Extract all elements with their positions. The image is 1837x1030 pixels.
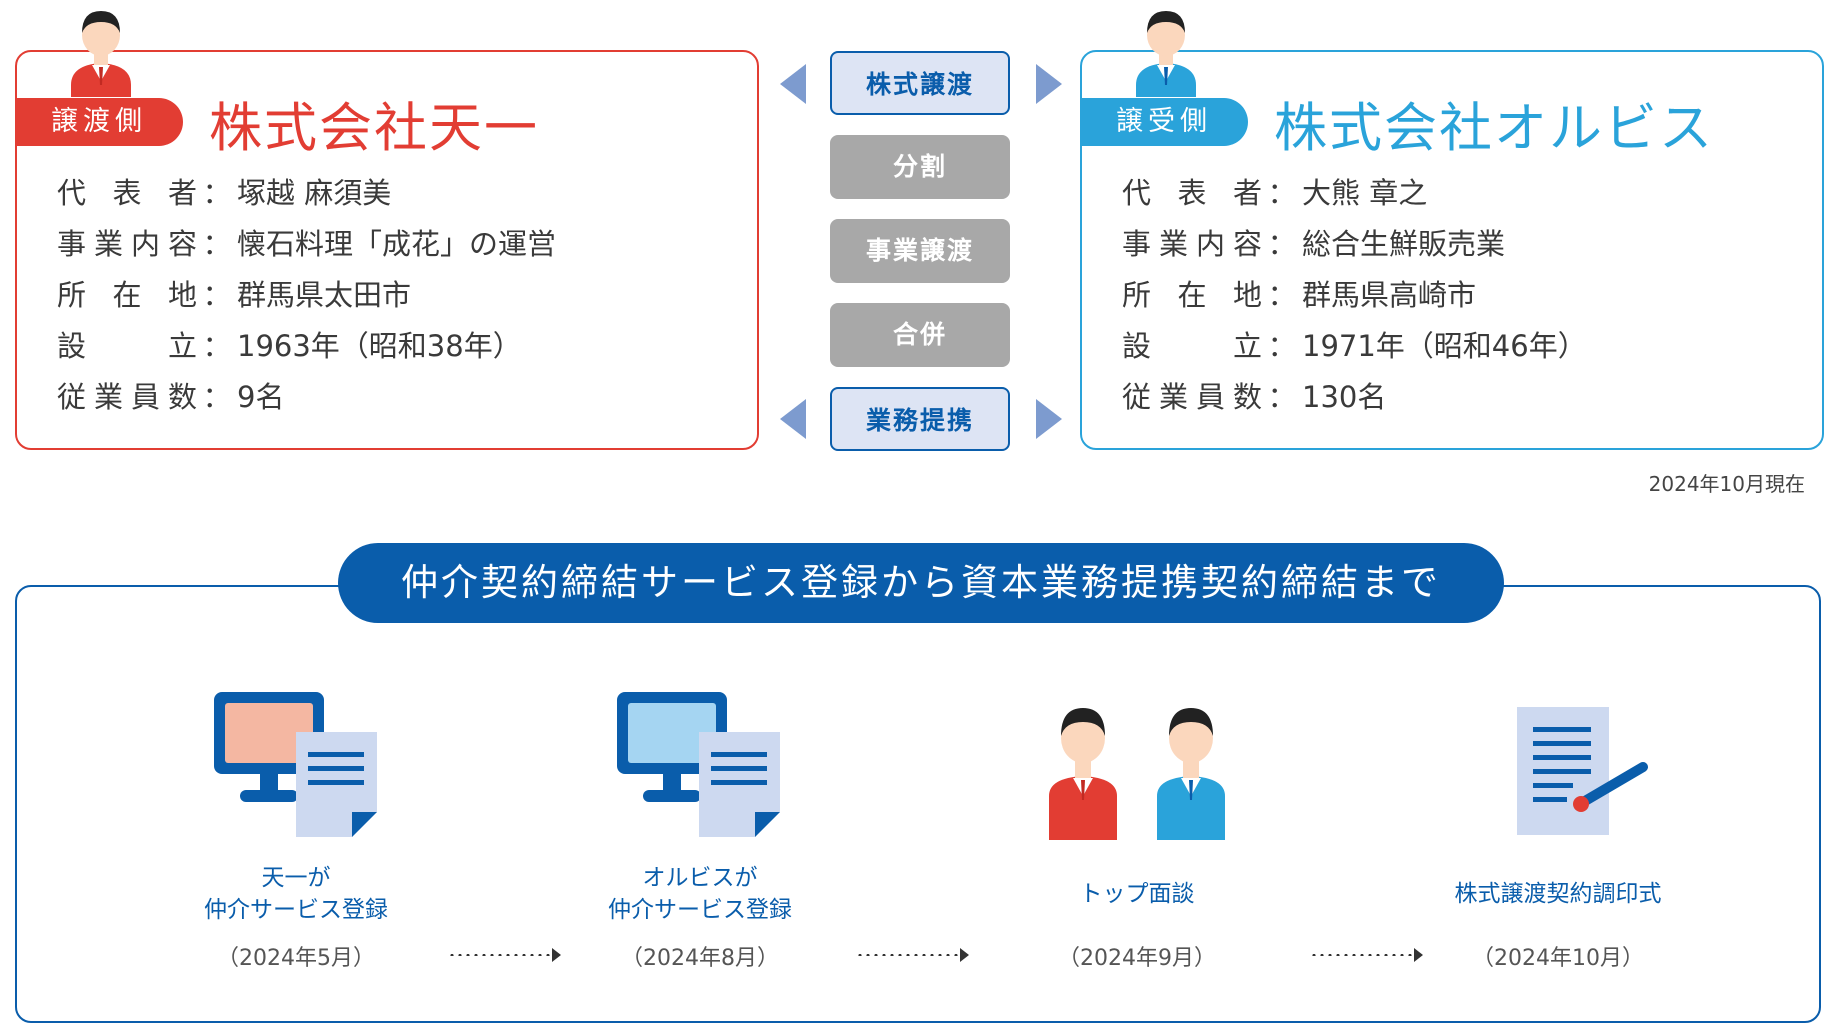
info-colon: ：	[1267, 278, 1297, 312]
info-label: 設立	[1122, 329, 1262, 363]
two-people-icon	[1049, 708, 1225, 840]
step-date: （2024年5月）	[217, 946, 375, 971]
info-value: 1971年（昭和46年）	[1302, 329, 1587, 363]
seller-info-row: 所在地：群馬県太田市	[57, 270, 556, 321]
info-label: 事業内容	[1122, 227, 1262, 261]
info-colon: ：	[202, 278, 232, 312]
step-label-line: トップ面談	[1079, 881, 1195, 907]
left-arrow-icon	[780, 399, 806, 439]
seller-info: 代表者：塚越 麻須美 事業内容：懐石料理「成花」の運営 所在地：群馬県太田市 設…	[57, 168, 556, 423]
info-value: 1963年（昭和38年）	[237, 329, 522, 363]
buyer-info-row: 従業員数：130名	[1122, 372, 1587, 423]
info-value: 9名	[237, 380, 285, 414]
info-colon: ：	[1267, 176, 1297, 210]
seller-company-name: 株式会社天一	[209, 98, 539, 159]
step-date: （2024年8月）	[621, 946, 779, 971]
step-label-line: 天一が	[261, 865, 331, 891]
step-label: 株式譲渡契約調印式	[1408, 878, 1708, 910]
seller-info-row: 事業内容：懐石料理「成花」の運営	[57, 219, 556, 270]
computer-document-icon	[214, 692, 377, 837]
buyer-info-row: 代表者：大熊 章之	[1122, 168, 1587, 219]
info-label: 従業員数	[57, 380, 197, 414]
step-label-line: 仲介サービス登録	[204, 897, 388, 923]
right-arrow-icon	[1036, 64, 1062, 104]
scheme-share-transfer: 株式譲渡	[830, 51, 1010, 115]
step-label: オルビスが 仲介サービス登録	[550, 862, 850, 926]
scheme-business-transfer: 事業譲渡	[830, 219, 1010, 283]
info-label: 設立	[57, 329, 197, 363]
as-of-date: 2024年10月現在	[1648, 472, 1805, 496]
seller-info-row: 設立：1963年（昭和38年）	[57, 321, 556, 372]
info-label: 代表者	[1122, 176, 1262, 210]
info-value: 群馬県高崎市	[1302, 278, 1477, 312]
scheme-business-alliance: 業務提携	[830, 387, 1010, 451]
info-value: 大熊 章之	[1302, 176, 1428, 210]
buyer-info: 代表者：大熊 章之 事業内容：総合生鮮販売業 所在地：群馬県高崎市 設立：197…	[1122, 168, 1587, 423]
right-arrow-icon	[1036, 399, 1062, 439]
buyer-company-name: 株式会社オルビス	[1274, 98, 1714, 159]
timeline-title: 仲介契約締結サービス登録から資本業務提携契約締結まで	[338, 543, 1504, 623]
step-label-line: 株式譲渡契約調印式	[1454, 881, 1662, 907]
buyer-info-row: 事業内容：総合生鮮販売業	[1122, 219, 1587, 270]
buyer-role-tag: 譲受側	[1080, 98, 1248, 146]
step-label-line: 仲介サービス登録	[608, 897, 792, 923]
info-colon: ：	[202, 329, 232, 363]
info-value: 群馬県太田市	[237, 278, 412, 312]
seller-info-row: 従業員数：9名	[57, 372, 556, 423]
buyer-person-icon	[1136, 11, 1196, 97]
info-label: 従業員数	[1122, 380, 1262, 414]
step-date: （2024年9月）	[1058, 946, 1216, 971]
seller-info-row: 代表者：塚越 麻須美	[57, 168, 556, 219]
left-arrow-icon	[780, 64, 806, 104]
buyer-info-row: 設立：1971年（昭和46年）	[1122, 321, 1587, 372]
info-value: 総合生鮮販売業	[1302, 227, 1506, 261]
info-colon: ：	[1267, 227, 1297, 261]
contract-signing-icon	[1517, 707, 1648, 835]
step-label: トップ面談	[987, 878, 1287, 910]
computer-document-icon	[617, 692, 780, 837]
info-label: 所在地	[57, 278, 197, 312]
info-label: 所在地	[1122, 278, 1262, 312]
seller-card: 譲渡側 株式会社天一 代表者：塚越 麻須美 事業内容：懐石料理「成花」の運営 所…	[15, 50, 759, 450]
info-colon: ：	[202, 380, 232, 414]
buyer-info-row: 所在地：群馬県高崎市	[1122, 270, 1587, 321]
step-label-line: オルビスが	[642, 865, 758, 891]
step-date: （2024年10月）	[1472, 946, 1644, 971]
info-value: 塚越 麻須美	[237, 176, 392, 210]
info-label: 事業内容	[57, 227, 197, 261]
seller-role-tag: 譲渡側	[15, 98, 183, 146]
scheme-merger: 合併	[830, 303, 1010, 367]
info-value: 懐石料理「成花」の運営	[237, 227, 557, 261]
step-label: 天一が 仲介サービス登録	[146, 862, 446, 926]
info-label: 代表者	[57, 176, 197, 210]
info-value: 130名	[1302, 380, 1387, 414]
info-colon: ：	[202, 227, 232, 261]
dotted-arrow-icon	[856, 948, 969, 962]
buyer-card: 譲受側 株式会社オルビス 代表者：大熊 章之 事業内容：総合生鮮販売業 所在地：…	[1080, 50, 1824, 450]
dotted-arrow-icon	[1310, 948, 1423, 962]
seller-person-icon	[71, 11, 131, 97]
info-colon: ：	[202, 176, 232, 210]
scheme-split: 分割	[830, 135, 1010, 199]
dotted-arrow-icon	[448, 948, 561, 962]
info-colon: ：	[1267, 380, 1297, 414]
info-colon: ：	[1267, 329, 1297, 363]
